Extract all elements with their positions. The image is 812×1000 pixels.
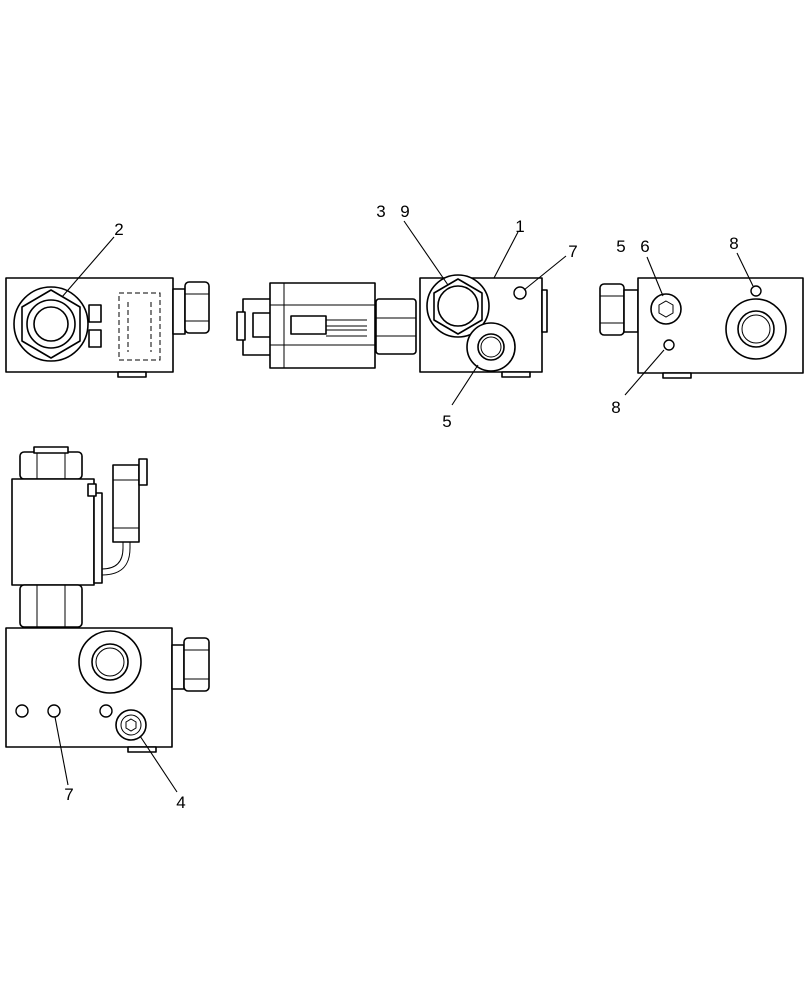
small-port (15, 704, 29, 718)
callout-3: 3 (376, 202, 385, 221)
callout-4: 4 (176, 793, 185, 812)
hex-tube (375, 298, 417, 355)
connector-latch (138, 458, 148, 486)
leader-4 (139, 735, 178, 793)
plug-6 (650, 293, 682, 325)
plug-cap (236, 311, 246, 341)
fitting-nut (184, 281, 210, 334)
connector-outline (118, 292, 161, 361)
port-bore (737, 310, 775, 348)
fitting-nut (183, 637, 210, 692)
leader-9 (403, 220, 449, 286)
tab-upper (88, 304, 102, 323)
plug-4 (115, 709, 147, 741)
small-port (513, 286, 527, 300)
coil-side-plate (93, 492, 103, 584)
nut-cap (33, 446, 69, 454)
fitting-neck (171, 644, 185, 690)
socket-hex (658, 300, 674, 318)
fitting-neck (172, 288, 186, 335)
connector-body (112, 464, 140, 543)
small-port (663, 339, 675, 351)
view-front-bottom: 7 4 (5, 446, 210, 812)
tab-lower (88, 329, 102, 348)
block-foot (662, 372, 692, 379)
callout-8: 8 (729, 234, 738, 253)
leader-2 (61, 236, 115, 298)
leader-7 (523, 255, 567, 291)
coil-body (11, 478, 95, 586)
small-port (99, 704, 113, 718)
port-bore (91, 643, 129, 681)
callout-5: 5 (442, 412, 451, 431)
callout-7: 7 (568, 242, 577, 261)
view-side-middle: 3 9 1 7 5 (236, 202, 578, 431)
cartridge-bore (437, 285, 479, 327)
leader-1 (493, 231, 519, 279)
port-bore (477, 333, 505, 361)
small-port (47, 704, 61, 718)
block-foot (501, 371, 531, 378)
leader-5 (451, 364, 479, 406)
fitting-neck (623, 289, 639, 333)
callout-8: 8 (611, 398, 620, 417)
callout-7: 7 (64, 785, 73, 804)
nut-bore (33, 306, 69, 342)
top-nut (19, 451, 83, 480)
callout-9: 9 (400, 202, 409, 221)
callout-1: 1 (515, 217, 524, 236)
hex-tube (19, 584, 83, 628)
wire (101, 542, 124, 570)
block-side-stub (541, 289, 548, 333)
pin-housing (290, 315, 327, 335)
leader-6 (646, 256, 664, 297)
leader-8-upper (736, 252, 754, 287)
callout-5: 5 (616, 237, 625, 256)
small-port (750, 285, 762, 297)
block-foot (127, 746, 157, 753)
fitting-nut (599, 283, 625, 336)
leader-8-lower (624, 349, 665, 396)
socket-hex (125, 718, 137, 732)
view-end-left: 2 (5, 220, 210, 378)
leader-7 (54, 716, 69, 786)
block-foot (117, 371, 147, 378)
callout-2: 2 (114, 220, 123, 239)
callout-6: 6 (640, 237, 649, 256)
view-end-right: 5 6 8 8 (599, 234, 804, 417)
